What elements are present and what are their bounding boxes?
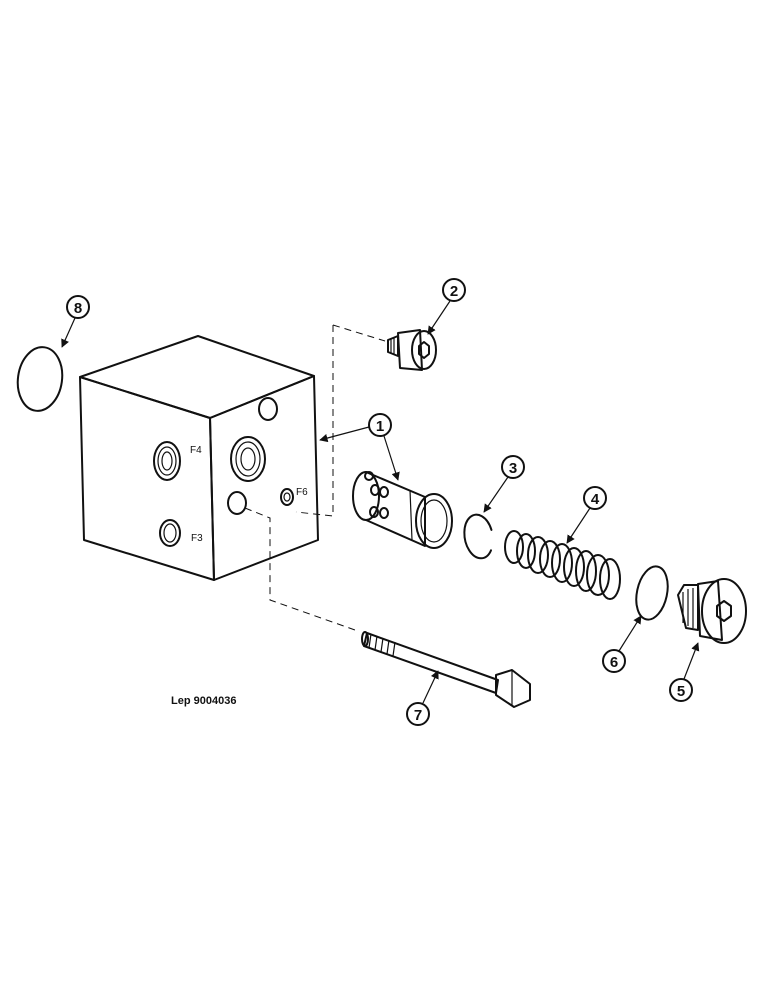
callout-1: 1 — [319, 413, 400, 481]
valve-block: F4 F3 F6 — [79, 335, 319, 581]
port-f4 — [153, 441, 181, 481]
part-6-o-ring — [635, 565, 669, 621]
port-f3 — [159, 519, 181, 547]
port-label-f3: F3 — [191, 533, 203, 544]
svg-text:1: 1 — [376, 418, 384, 435]
port-f6 — [280, 488, 294, 506]
callout-8: 8 — [61, 295, 90, 348]
part-1-valve-spool — [352, 471, 453, 549]
figure-reference: Lep 9004036 — [171, 695, 236, 707]
part-8-o-ring — [16, 346, 64, 412]
part-4-spring — [504, 530, 621, 600]
part-2-plug-screw — [387, 329, 437, 371]
hole-bolt — [227, 491, 247, 515]
part-3-retaining-ring — [463, 513, 493, 560]
port-label-f6: F6 — [296, 487, 308, 498]
callout-3: 3 — [483, 455, 525, 513]
callout-7: 7 — [406, 670, 439, 726]
callout-6: 6 — [602, 615, 642, 673]
svg-text:6: 6 — [610, 654, 618, 671]
svg-text:5: 5 — [677, 683, 685, 700]
port-main — [230, 436, 266, 482]
svg-text:4: 4 — [591, 491, 600, 508]
svg-text:3: 3 — [509, 460, 517, 477]
callout-4: 4 — [566, 486, 607, 544]
assembly-dashed-lines — [244, 324, 386, 631]
callout-2: 2 — [427, 278, 466, 335]
callout-5: 5 — [669, 642, 700, 702]
hole-top — [258, 397, 278, 421]
svg-text:7: 7 — [414, 707, 422, 724]
port-label-f4: F4 — [190, 445, 202, 456]
dashed-line-plug — [295, 325, 334, 517]
part-7-bolt — [361, 631, 531, 708]
svg-text:2: 2 — [450, 283, 458, 300]
part-5-end-plug — [677, 578, 747, 644]
dashed-line-bolt — [244, 507, 356, 631]
svg-text:8: 8 — [74, 300, 82, 317]
